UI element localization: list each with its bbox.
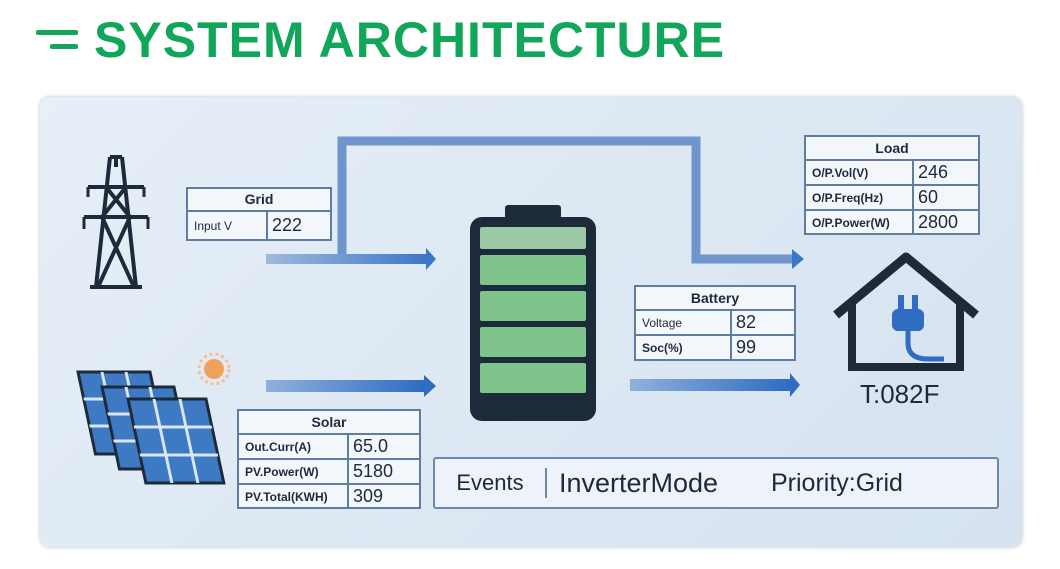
pv-total-value: 309 [353,486,384,506]
load-panel-title: Load [806,137,978,161]
grid-to-battery-arrow [266,248,436,270]
sun-icon [197,352,231,386]
voltage-label: Voltage [636,311,732,334]
events-bar: Events InverterMode Priority:Grid [433,457,999,509]
grid-panel: Grid Input V 222 [186,187,332,241]
solar-panel-title: Solar [239,411,419,435]
input-v-label: Input V [188,212,268,239]
op-vol-label: O/P.Vol(V) [806,161,914,184]
transmission-tower-icon [82,155,150,289]
soc-label: Soc(%) [636,336,732,359]
solar-panel: Solar Out.Curr(A) 65.0 PV.Power(W) 5180 … [237,409,421,509]
out-curr-value: 65.0 [353,436,389,456]
load-panel: Load O/P.Vol(V) 246 O/P.Freq(Hz) 60 O/P.… [804,135,980,235]
battery-panel-title: Battery [636,287,794,311]
grid-panel-title: Grid [188,189,330,212]
op-power-value: 2800 [918,212,959,232]
out-curr-label: Out.Curr(A) [239,435,349,458]
priority-status: Priority:Grid [771,468,903,497]
voltage-value: 82 [736,312,757,332]
pv-total-label: PV.Total(KWH) [239,485,349,508]
soc-value: 99 [736,337,757,357]
inverter-mode: InverterMode [559,467,719,498]
events-label: Events [435,468,547,498]
op-vol-value: 246 [918,162,949,182]
diagram-graphics [76,136,979,485]
battery-icon [470,205,596,421]
menu-lines-icon [36,25,80,55]
op-freq-label: O/P.Freq(Hz) [806,186,914,209]
battery-to-load-arrow [630,373,800,397]
inverter-display: Grid Input V 222 Load O/P.Vol(V) 246 O/P… [40,97,1022,547]
battery-panel: Battery Voltage 82 Soc(%) 99 [634,285,796,361]
temperature-readout: T:082F [860,379,940,409]
op-power-label: O/P.Power(W) [806,211,914,234]
solar-to-battery-arrow [266,375,436,397]
input-v-value: 222 [272,215,303,235]
solar-panel-icon [76,370,226,485]
page-title: SYSTEM ARCHITECTURE [94,12,726,68]
pv-power-value: 5180 [353,461,394,481]
house-plug-icon [833,252,979,371]
pv-power-label: PV.Power(W) [239,460,349,483]
op-freq-value: 60 [918,187,939,207]
header: SYSTEM ARCHITECTURE [36,8,725,72]
